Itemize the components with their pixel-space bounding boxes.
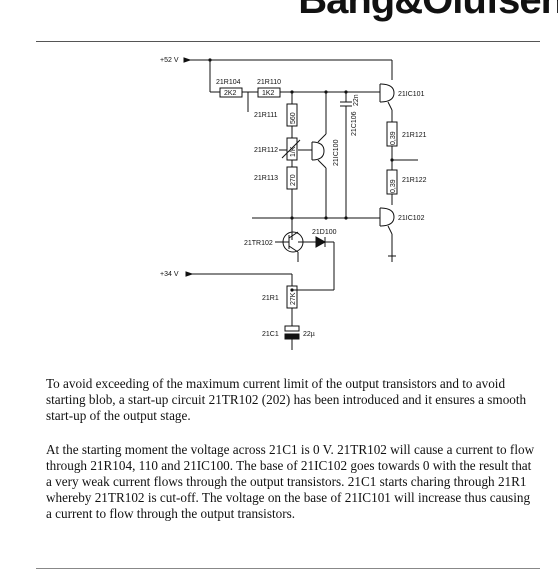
r110-label: 21R110 [257,79,281,86]
r1-value: 27K [290,292,297,305]
r121-value: 0,39 [390,131,397,145]
c1-value: 22µ [303,331,315,338]
r104-label: 21R104 [216,79,241,86]
supply-52v-label: +52 V [160,57,179,64]
paragraph-operation: At the starting moment the voltage acros… [46,442,535,521]
r111-label: 21R111 [254,112,278,119]
r122-value: 0,39 [390,179,397,193]
ic100-label: 21IC100 [333,139,340,166]
r122-label: 21R122 [402,177,427,184]
r112-value: 1/K [290,146,297,157]
c106-value: 22n [353,94,360,106]
brand-logo: Bang&Olufsen [298,0,558,22]
paragraph-intro: To avoid exceeding of the maximum curren… [46,376,527,423]
circuit-schematic: +52 V 21R104 2K2 21R110 1K2 21R111 560 2… [160,57,427,350]
r113-label: 21R113 [254,175,278,182]
r1-label: 21R1 [262,295,279,302]
c106-label: 21C106 [351,111,358,136]
r104-value: 2K2 [224,90,237,97]
top-divider [36,41,540,42]
c1-label: 21C1 [262,331,279,338]
supply-34v-label: +34 V [160,271,179,278]
tr102-label: 21TR102 [244,240,273,247]
ic101-label: 21IC101 [398,91,425,98]
d100-label: 21D100 [312,229,337,236]
ic102-label: 21IC102 [398,215,425,222]
r113-value: 270 [290,174,297,186]
r121-label: 21R121 [402,132,427,139]
bottom-divider [36,568,540,569]
r112-label: 21R112 [254,147,278,154]
r110-value: 1K2 [262,90,275,97]
r111-value: 560 [290,112,297,124]
